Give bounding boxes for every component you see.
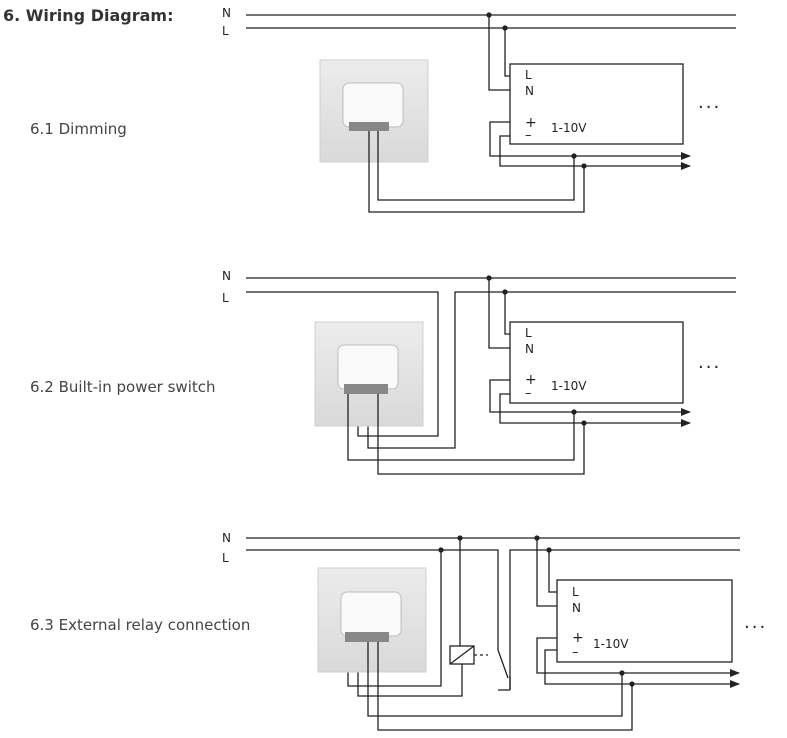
load-live-wire bbox=[504, 292, 510, 335]
relay-coil-diagonal bbox=[449, 645, 475, 665]
signal-plus-wire bbox=[536, 637, 740, 677]
load-box bbox=[556, 579, 733, 663]
load-terminal-neutral: N bbox=[572, 601, 581, 615]
dimmer-module bbox=[342, 82, 404, 128]
module-wire-3 bbox=[347, 394, 575, 461]
neutral-line-label: N bbox=[222, 531, 231, 545]
live-line-out bbox=[367, 291, 736, 449]
load-terminal-minus: – bbox=[572, 645, 579, 660]
live-line-label: L bbox=[222, 551, 229, 565]
diagram-dimming: N L L N + – 1-10V ... bbox=[222, 6, 736, 213]
load-terminal-minus: – bbox=[525, 128, 532, 143]
load-signal-label: 1-10V bbox=[593, 637, 629, 651]
relay-coil-wire bbox=[357, 654, 463, 697]
load-terminal-minus: – bbox=[525, 386, 532, 401]
section-label-power-switch: 6.2 Built-in power switch bbox=[30, 378, 216, 396]
more-indicator: ... bbox=[698, 352, 721, 373]
diagram-relay: N L L N + – 1-10V ... bbox=[222, 531, 767, 731]
more-indicator: ... bbox=[744, 612, 767, 633]
signal-minus-wire bbox=[544, 649, 740, 688]
signal-minus-wire bbox=[499, 135, 691, 170]
section-label-relay: 6.3 External relay connection bbox=[30, 616, 251, 634]
load-live-wire bbox=[504, 28, 510, 77]
section-label-dimming: 6.1 Dimming bbox=[30, 120, 127, 138]
neutral-line-label: N bbox=[222, 269, 231, 283]
dimmer-module bbox=[337, 344, 399, 390]
live-line-label: L bbox=[222, 24, 229, 38]
module-wire-1 bbox=[368, 131, 585, 213]
module-wire-4 bbox=[377, 642, 633, 731]
load-neutral-wire bbox=[488, 15, 510, 91]
diagram-power-switch: N L L N + – 1-10V ... bbox=[222, 269, 736, 475]
live-line-in bbox=[246, 549, 499, 650]
page-title: 6. Wiring Diagram: bbox=[3, 6, 174, 25]
load-terminal-plus: + bbox=[572, 630, 584, 646]
terminal-block bbox=[344, 384, 388, 394]
load-live-wire bbox=[548, 550, 557, 593]
load-terminal-neutral: N bbox=[525, 342, 534, 356]
more-indicator: ... bbox=[698, 92, 721, 113]
dimmer-module bbox=[340, 591, 402, 637]
signal-plus-wire bbox=[489, 121, 691, 160]
load-terminal-plus: + bbox=[525, 115, 537, 131]
signal-minus-wire bbox=[499, 393, 691, 427]
terminal-block bbox=[349, 122, 389, 131]
module-wire-3 bbox=[367, 642, 623, 717]
load-terminal-live: L bbox=[525, 68, 532, 82]
signal-plus-wire bbox=[489, 379, 691, 416]
load-signal-label: 1-10V bbox=[551, 121, 587, 135]
load-terminal-neutral: N bbox=[525, 84, 534, 98]
load-box bbox=[509, 321, 684, 404]
load-terminal-live: L bbox=[525, 326, 532, 340]
load-terminal-live: L bbox=[572, 585, 579, 599]
relay-contact bbox=[497, 649, 509, 679]
terminal-block bbox=[345, 632, 389, 642]
live-line-out bbox=[509, 549, 740, 690]
live-line-label: L bbox=[222, 291, 229, 305]
load-box bbox=[509, 63, 684, 145]
module-wire-4 bbox=[377, 394, 585, 475]
module-wire-2 bbox=[377, 131, 575, 201]
load-terminal-plus: + bbox=[525, 372, 537, 388]
load-neutral-wire bbox=[536, 538, 557, 607]
load-neutral-wire bbox=[488, 278, 510, 349]
neutral-line-label: N bbox=[222, 6, 231, 20]
load-signal-label: 1-10V bbox=[551, 379, 587, 393]
